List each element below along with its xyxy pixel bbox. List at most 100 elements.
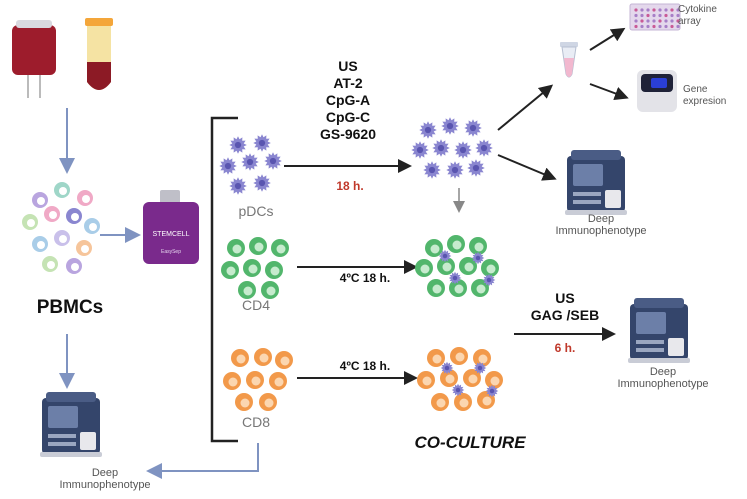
kit-brand-text: STEMCELL xyxy=(153,231,190,238)
pdc-cell-nucleus xyxy=(224,162,232,170)
cd8-cell-nucleus xyxy=(240,398,250,408)
treatment-us: US xyxy=(338,58,358,74)
coculture-pdc-cell-nucleus xyxy=(477,365,483,371)
array-spot xyxy=(670,19,674,23)
treatment-at2: AT-2 xyxy=(333,75,363,91)
array-spot xyxy=(676,8,680,12)
cd8-cell-nucleus xyxy=(264,398,274,408)
stimulated-pdc-cell-nucleus xyxy=(451,166,459,174)
coculture-treatments: US GAG /SEB xyxy=(520,290,610,324)
array-spot xyxy=(658,24,662,29)
coculture-pdc-cell-nucleus xyxy=(455,387,461,393)
array-spot xyxy=(658,8,662,12)
arrow-pdc-to-device xyxy=(497,154,557,181)
pbmc-cell-nucleus xyxy=(47,261,55,269)
separation-kit-icon: STEMCELL EasySep xyxy=(143,190,199,264)
pbmcs-label: PBMCs xyxy=(36,297,104,318)
pbmc-cell-nucleus xyxy=(59,235,67,243)
coculture-cd4-cell-nucleus xyxy=(420,264,430,274)
cd8-cell-nucleus xyxy=(274,377,284,387)
coculture-pdc-cell-nucleus xyxy=(486,277,492,283)
array-spot xyxy=(664,19,668,23)
array-spot xyxy=(634,19,638,23)
array-spot xyxy=(652,13,656,18)
coculture-cd8-cell-nucleus xyxy=(445,374,455,384)
coculture-treatment-gagseb: GAG /SEB xyxy=(530,307,600,323)
coculture-cd4-cell-nucleus xyxy=(454,284,464,294)
stimulated-pdc-cell-nucleus xyxy=(416,146,424,154)
pdc-deep-label: Deep Immunophenotype xyxy=(555,213,647,237)
cd8-cells-group xyxy=(223,348,293,411)
array-spot xyxy=(670,8,674,12)
coculture-cd8-cell-nucleus xyxy=(455,352,465,362)
coculture-cd8-cell-nucleus xyxy=(490,376,500,386)
pbmc-cell-nucleus xyxy=(27,219,35,227)
arrow-cd8-to-left-output xyxy=(146,443,259,479)
pbmc-cell-nucleus xyxy=(71,213,79,221)
coculture-cd8-cell-nucleus xyxy=(482,396,492,406)
blood-bag-icon xyxy=(12,20,56,98)
cd4-condition-label: 4ºC 18 h. xyxy=(339,271,391,285)
array-spot xyxy=(640,24,644,29)
coculture-label: CO-CULTURE xyxy=(414,433,526,452)
treatment-cpgc: CpG-C xyxy=(325,109,371,125)
pdc-label: pDCs xyxy=(238,203,274,219)
array-spot xyxy=(634,8,638,12)
sample-tube-icon xyxy=(560,42,578,78)
cd4-cell-nucleus xyxy=(226,266,236,276)
cd8-cell-nucleus xyxy=(251,376,261,386)
coculture-cd4-cell-nucleus xyxy=(442,262,452,272)
cd8-condition-label: 4ºC 18 h. xyxy=(339,359,391,373)
cd4-cell-nucleus xyxy=(270,266,280,276)
cd8-cell-nucleus xyxy=(280,356,290,366)
cd4-label: CD4 xyxy=(241,297,270,313)
array-spot xyxy=(676,13,680,18)
arrow-tube-to-sequencer xyxy=(589,83,629,101)
cytokine-array-label: Cytokine array xyxy=(678,4,717,27)
array-spot xyxy=(640,8,644,12)
stimulated-pdc-cell-nucleus xyxy=(480,144,488,152)
array-spot xyxy=(646,13,650,18)
pbmc-cell-nucleus xyxy=(71,263,79,271)
pdc-cell-nucleus xyxy=(234,141,242,149)
coculture-pdc-cell-nucleus xyxy=(452,275,458,281)
array-spot xyxy=(664,13,668,18)
pbmc-cell-nucleus xyxy=(81,245,89,253)
pdc-cell-nucleus xyxy=(269,157,277,165)
coculture-cd8-cell-nucleus xyxy=(459,398,469,408)
gene-expression-label: Gene expresion xyxy=(683,84,727,107)
cd4-cell-nucleus xyxy=(254,242,264,252)
left-output-label: Deep Immunophenotype xyxy=(59,467,151,491)
stimulated-pdc-cell-nucleus xyxy=(459,146,467,154)
stimulated-pdc-cell-nucleus xyxy=(469,124,477,132)
array-spot xyxy=(646,19,650,23)
stimulated-pdc-cell-nucleus xyxy=(446,122,454,130)
pbmc-cell-nucleus xyxy=(37,197,45,205)
cd4-cells-group xyxy=(221,237,289,299)
coculture-time-label: 6 h. xyxy=(554,341,576,355)
coculture-cd4-cell-nucleus xyxy=(464,262,474,272)
stimulated-pdc-cells-group xyxy=(411,117,493,179)
coculture-cd4-cell-nucleus xyxy=(486,264,496,274)
arrow-tube-to-array xyxy=(589,27,626,51)
array-spot xyxy=(676,24,680,29)
coculture-cd4-cell-nucleus xyxy=(476,284,486,294)
pdc-cell-nucleus xyxy=(246,158,254,166)
coculture-cd8-cell-nucleus xyxy=(478,354,488,364)
array-spot xyxy=(634,13,638,18)
pdc-cell-nucleus xyxy=(234,182,242,190)
coculture-cd4-cell-nucleus xyxy=(474,242,484,252)
cd4-cell-nucleus xyxy=(266,286,276,296)
cd4-cell-nucleus xyxy=(243,286,253,296)
pdc-cells-group xyxy=(219,134,282,195)
array-spot xyxy=(676,19,680,23)
pdc-cell-nucleus xyxy=(258,139,266,147)
flow-cytometer-icon-left xyxy=(40,392,102,457)
kit-sub-text: EasySep xyxy=(161,249,181,255)
array-spot xyxy=(652,24,656,29)
flow-cytometer-icon-pdc xyxy=(565,150,627,215)
coculture-pdc-cell-nucleus xyxy=(489,388,495,394)
pbmc-cell-nucleus xyxy=(82,195,90,203)
cd8-cell-nucleus xyxy=(236,354,246,364)
